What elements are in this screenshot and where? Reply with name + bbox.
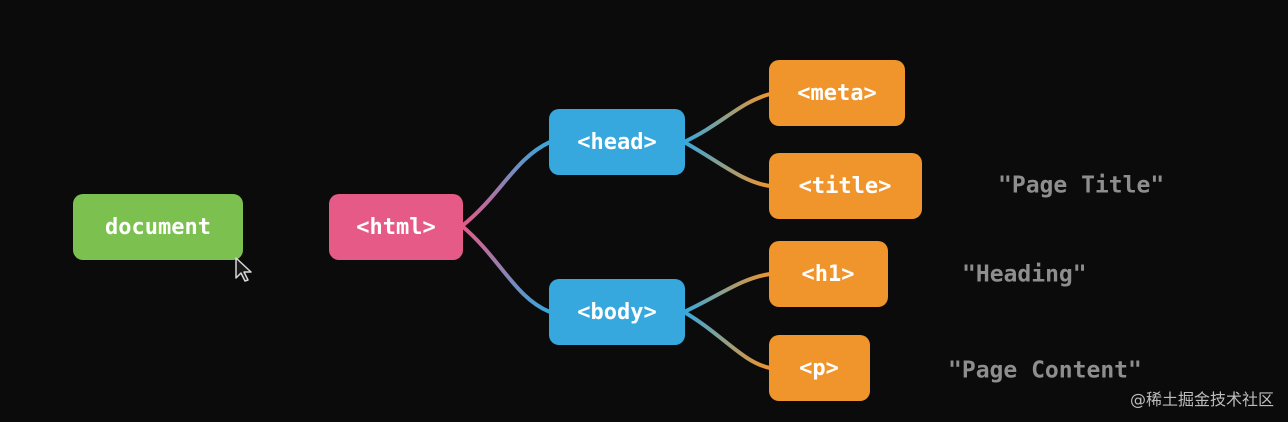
node-document-box <box>73 194 243 260</box>
edge-body-h1 <box>682 272 772 314</box>
text-node-heading: "Heading" <box>962 262 1087 288</box>
node-body-box <box>549 279 685 345</box>
edge-html-body <box>460 224 552 314</box>
node-html-label: <html> <box>356 215 435 240</box>
watermark: @稀土掘金技术社区 <box>1129 390 1274 409</box>
node-meta-label: <meta> <box>797 81 876 106</box>
node-body[interactable]: <body> <box>549 279 685 345</box>
node-p-label: <p> <box>799 356 839 381</box>
node-h1-box <box>769 241 888 307</box>
edge-body-p <box>682 310 772 370</box>
node-h1-label: <h1> <box>802 262 855 287</box>
mouse-cursor-icon <box>235 257 252 282</box>
node-p-box <box>769 335 870 401</box>
node-document[interactable]: document <box>73 194 243 260</box>
text-node-page-content: "Page Content" <box>948 358 1142 384</box>
connectors <box>240 92 987 370</box>
node-body-label: <body> <box>577 300 656 325</box>
node-document-label: document <box>105 215 211 240</box>
node-head-box <box>549 109 685 175</box>
node-meta[interactable]: <meta> <box>769 60 905 126</box>
node-meta-box <box>769 60 905 126</box>
node-title-box <box>769 153 922 219</box>
node-title[interactable]: <title> <box>769 153 922 219</box>
edge-head-title <box>682 140 772 188</box>
node-head-label: <head> <box>577 130 656 155</box>
node-p[interactable]: <p> <box>769 335 870 401</box>
edge-head-meta <box>682 92 772 144</box>
edge-html-head <box>460 140 552 228</box>
node-title-label: <title> <box>799 174 892 199</box>
node-html-box <box>329 194 463 260</box>
node-head[interactable]: <head> <box>549 109 685 175</box>
node-h1[interactable]: <h1> <box>769 241 888 307</box>
node-html[interactable]: <html> <box>329 194 463 260</box>
text-node-page-title: "Page Title" <box>998 173 1164 199</box>
